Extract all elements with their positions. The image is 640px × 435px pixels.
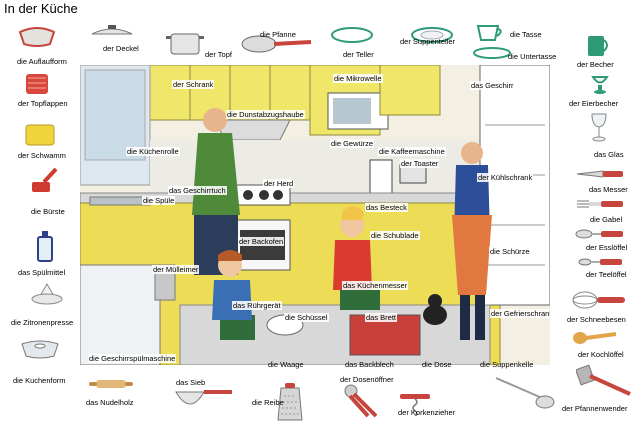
label-kochloeffel: der Kochlöffel: [578, 350, 624, 359]
label-mikrowelle: die Mikrowelle: [333, 74, 383, 83]
kitchen-illustration: [80, 65, 550, 365]
label-gewuerze: die Gewürze: [330, 139, 375, 148]
label-schwamm: der Schwamm: [18, 151, 66, 160]
label-spuelmittel: das Spülmittel: [18, 268, 66, 277]
label-zitronenpresse: die Zitronenpresse: [11, 318, 74, 327]
label-dunstabzugshaube: die Dunstabzugshaube: [226, 110, 305, 119]
plate-icon: [331, 27, 373, 43]
whisk-icon: [572, 291, 625, 309]
label-gefrierschrank: der Gefrierschrank: [490, 309, 550, 318]
label-geschirrtuch: das Geschirrtuch: [168, 186, 227, 195]
label-muelleimer: der Mülleimer: [152, 265, 200, 274]
label-suppenkelle: die Suppenkelle: [480, 360, 534, 369]
label-suppenteller: der Suppenteller: [400, 37, 456, 46]
label-dose: die Dose: [422, 360, 452, 369]
label-gabel: die Gabel: [590, 215, 623, 224]
label-schrank: der Schrank: [172, 80, 215, 89]
label-ruehrgeraet: das Rührgerät: [232, 301, 282, 310]
pot-icon: [166, 33, 204, 55]
wine-glass-icon: [591, 113, 607, 142]
label-essloeffel: der Esslöffel: [586, 243, 628, 252]
label-besteck: das Besteck: [365, 203, 408, 212]
label-reibe: die Reibe: [252, 398, 284, 407]
label-schuessel: die Schüssel: [284, 313, 329, 322]
cake-mold-icon: [21, 340, 59, 359]
label-dosenoeffner: der Dosenöffner: [340, 375, 394, 384]
corkscrew-icon: [400, 394, 430, 416]
label-teeloeffel: der Teelöffel: [586, 270, 627, 279]
label-schuerze: die Schürze: [489, 247, 531, 256]
mug-icon: [588, 36, 608, 56]
label-schneebesen: der Schneebesen: [567, 315, 626, 324]
page-title: In der Küche: [4, 1, 78, 16]
label-nudelholz: das Nudelholz: [86, 398, 134, 407]
wooden-spoon-icon: [573, 332, 617, 344]
scrub-brush-icon: [32, 167, 58, 192]
frying-pan-icon: [241, 35, 312, 53]
sieve-icon: [175, 390, 232, 405]
rolling-pin-icon: [89, 380, 133, 388]
label-kuechenrolle: die Küchenrolle: [126, 147, 180, 156]
can-opener-icon: [344, 384, 378, 418]
label-herd: der Herd: [263, 179, 295, 188]
label-kuehlschrank: der Kühlschrank: [477, 173, 534, 182]
label-deckel: der Deckel: [103, 44, 139, 53]
label-topf: der Topf: [205, 50, 232, 59]
cup-icon: [476, 25, 502, 41]
label-kuechenmesser: das Küchenmesser: [342, 281, 409, 290]
label-geschirrspuelmaschine: die Geschirrspülmaschine: [88, 354, 177, 363]
pie-dish-icon: [18, 27, 56, 47]
saucer-icon: [473, 47, 511, 59]
label-brett: das Brett: [365, 313, 398, 322]
label-buerste: die Bürste: [31, 207, 65, 216]
label-korkenzieher: der Korkenzieher: [398, 408, 456, 417]
spatula-icon: [576, 364, 631, 396]
label-pfanne: die Pfanne: [260, 30, 296, 39]
label-backblech: das Backblech: [345, 360, 394, 369]
kitchen-scene: der Schrank die Mikrowelle das Geschirr …: [80, 65, 550, 365]
label-kuchenform: die Kuchenform: [13, 376, 66, 385]
grater-icon: [277, 383, 303, 421]
label-spuele: die Spüle: [142, 196, 176, 205]
teaspoon-icon: [578, 258, 622, 266]
dish-soap-icon: [37, 231, 53, 262]
label-toaster: der Toaster: [400, 159, 440, 168]
label-tasse: die Tasse: [510, 30, 542, 39]
label-kaffeemaschine: die Kaffeemaschine: [378, 147, 446, 156]
label-geschirr: das Geschirr: [470, 81, 515, 90]
lid-icon: [91, 25, 133, 35]
label-untertasse: die Untertasse: [508, 52, 557, 61]
label-backofen: der Backofen: [238, 237, 285, 246]
label-becher: der Becher: [577, 60, 614, 69]
label-glas: das Glas: [594, 150, 624, 159]
tablespoon-icon: [575, 229, 623, 239]
label-messer: das Messer: [589, 185, 628, 194]
knife-icon: [576, 170, 623, 178]
label-schublade: die Schublade: [370, 231, 420, 240]
label-eierbecher: der Eierbecher: [569, 99, 619, 108]
label-pfannenwender: der Pfannenwender: [562, 404, 628, 413]
label-waage: die Waage: [268, 360, 304, 369]
fork-icon: [577, 200, 623, 208]
label-auflaufform: die Auflaufform: [17, 57, 67, 66]
pot-holder-icon: [26, 74, 48, 94]
egg-cup-icon: [591, 76, 609, 94]
label-teller: der Teller: [343, 50, 374, 59]
label-sieb: das Sieb: [176, 378, 206, 387]
ladle-icon: [495, 377, 555, 409]
lemon-squeezer-icon: [31, 283, 63, 305]
sponge-icon: [25, 124, 55, 146]
label-topflappen: der Topflappen: [18, 99, 68, 108]
plate-icon: [411, 27, 453, 43]
